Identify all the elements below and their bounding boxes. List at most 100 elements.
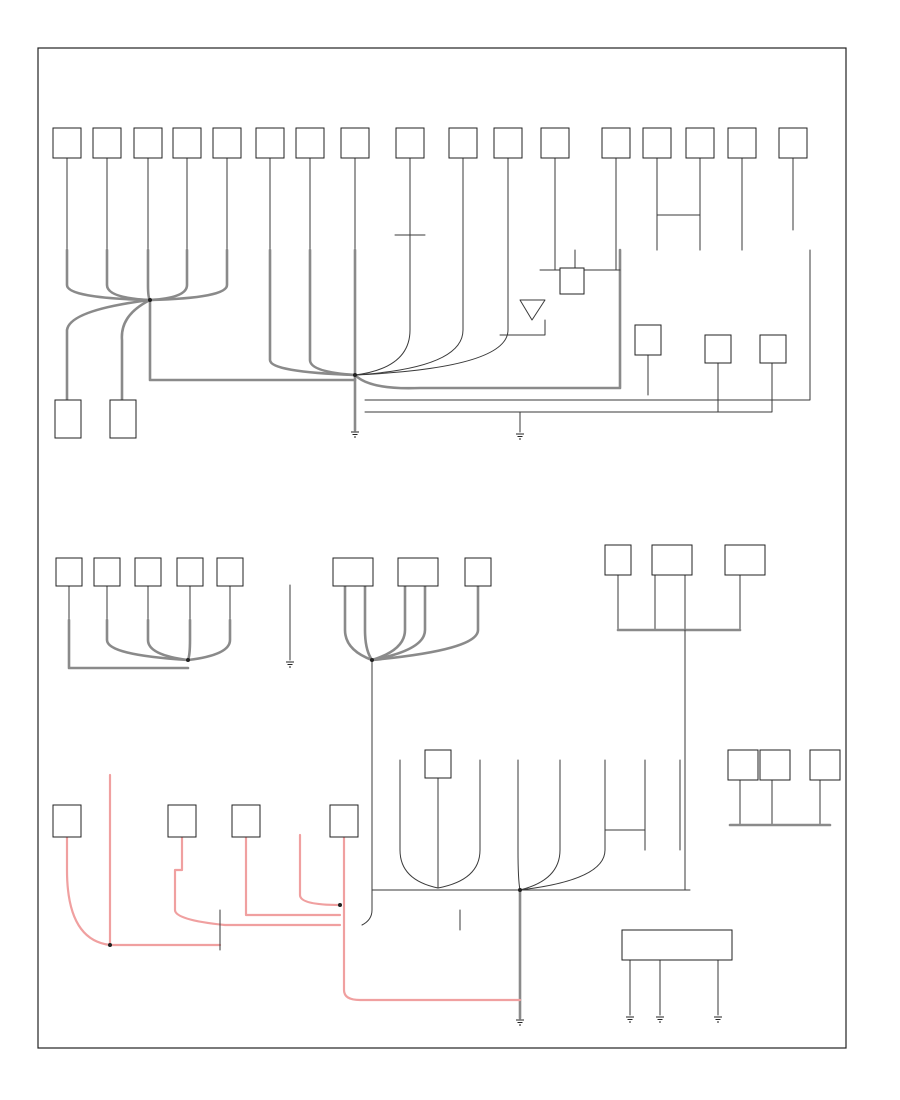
mid-left-splice-wire [105,618,190,662]
left-splice-wire [148,248,229,302]
left-lower-component [54,399,82,439]
right-top-loop [656,214,701,251]
diode-icon [519,299,546,321]
diagram-frame [37,47,847,1049]
top-component-6 [255,127,285,159]
top-component-15 [685,127,715,159]
mid-left-splice-wire [67,618,190,670]
highlighted-ground-wire [342,835,522,1002]
lower-left-component [231,804,261,838]
top-component-14 [642,127,672,159]
module-ground-icon [656,1016,664,1023]
mid-center-splice [370,658,374,662]
right-return-wire [353,248,622,390]
mid-center-component [464,557,492,587]
center-splice-wire [354,249,464,376]
long-bus-wire [364,249,811,401]
module-ground-icon [714,1016,722,1023]
right-mid-component [704,334,732,364]
center-splice-wire [268,248,357,377]
lower-splice-wire [399,849,439,889]
lower-left-component [329,804,359,838]
mid-left-splice-wire [146,618,190,662]
junction-layer [108,298,722,1026]
left-drop-wire [120,298,152,402]
component-stub [394,234,426,251]
left-splice-wire [148,248,189,302]
center-splice-wire [354,249,411,376]
top-component-13 [601,127,631,159]
top-component-11 [493,127,523,159]
wire-layer [65,157,832,1020]
mid-center-splice-wire [363,584,374,662]
top-component-9 [395,127,425,159]
top-component-7 [295,127,325,159]
center-splice-wire [354,249,509,376]
lower-right-component [809,749,841,781]
lower-mid-component [424,749,452,779]
lower-mid-loop [604,829,646,851]
lower-left-splice [108,943,112,947]
mid-right-component [651,544,693,576]
left-top-splice [148,298,152,302]
center-ground-icon [351,431,359,438]
top-component-12 [540,127,570,159]
highlighted-ground-wire [173,835,342,927]
mid-left-component-1 [55,557,83,587]
right-mid-component [559,267,585,295]
main-ground-icon [516,1019,524,1026]
top-component-10 [448,127,478,159]
mid-left-component-4 [176,557,204,587]
bus-ground-icon [516,433,524,440]
top-component-17 [778,127,808,159]
left-lower-component [109,399,137,439]
ground-stub [361,889,373,926]
lower-main-splice [518,888,522,892]
mid-center-splice-wire [370,584,407,662]
mid-center-component [397,557,439,587]
lower-left-splice [338,903,342,907]
diode-lead [499,319,546,336]
lower-left-component [52,804,82,838]
mid-center-splice-wire [370,584,427,662]
top-component-2 [92,127,122,159]
mid-center-splice-wire [370,584,480,662]
left-return-wire [148,298,357,382]
top-component-5 [212,127,242,159]
mid-left-splice-wire [186,618,232,662]
lower-splice-wire [517,849,521,891]
lower-splice-wire [519,849,606,891]
top-component-16 [727,127,757,159]
left-drop-wire [65,298,152,402]
right-mid-component [634,324,662,356]
mid-left-component-3 [134,557,162,587]
highlighted-ground-wire [65,835,222,947]
highlighted-ground-wire [298,833,342,907]
mid-right-component [604,544,632,576]
control-module [621,929,733,961]
top-component-3 [133,127,163,159]
right-mid-drop [717,362,773,413]
component-layer [52,127,841,961]
module-ground-icon [626,1016,634,1023]
center-splice [353,373,357,377]
highlighted-ground-wire [244,835,342,917]
mid-stub-ground-icon [286,661,294,668]
lower-splice-wire [519,849,561,891]
right-mid-component [759,334,787,364]
mid-center-splice-wire [343,584,374,662]
left-splice-wire [105,248,152,302]
top-component-4 [172,127,202,159]
mid-left-splice [186,658,190,662]
left-splice-wire [65,248,152,302]
lower-right-component [727,749,759,781]
mid-center-component [332,557,374,587]
mid-left-splice-wire [186,618,192,662]
center-splice-wire [308,248,357,377]
lower-splice-wire [437,849,481,889]
mid-left-component-2 [93,557,121,587]
lower-left-component [167,804,197,838]
mid-right-component [724,544,766,576]
